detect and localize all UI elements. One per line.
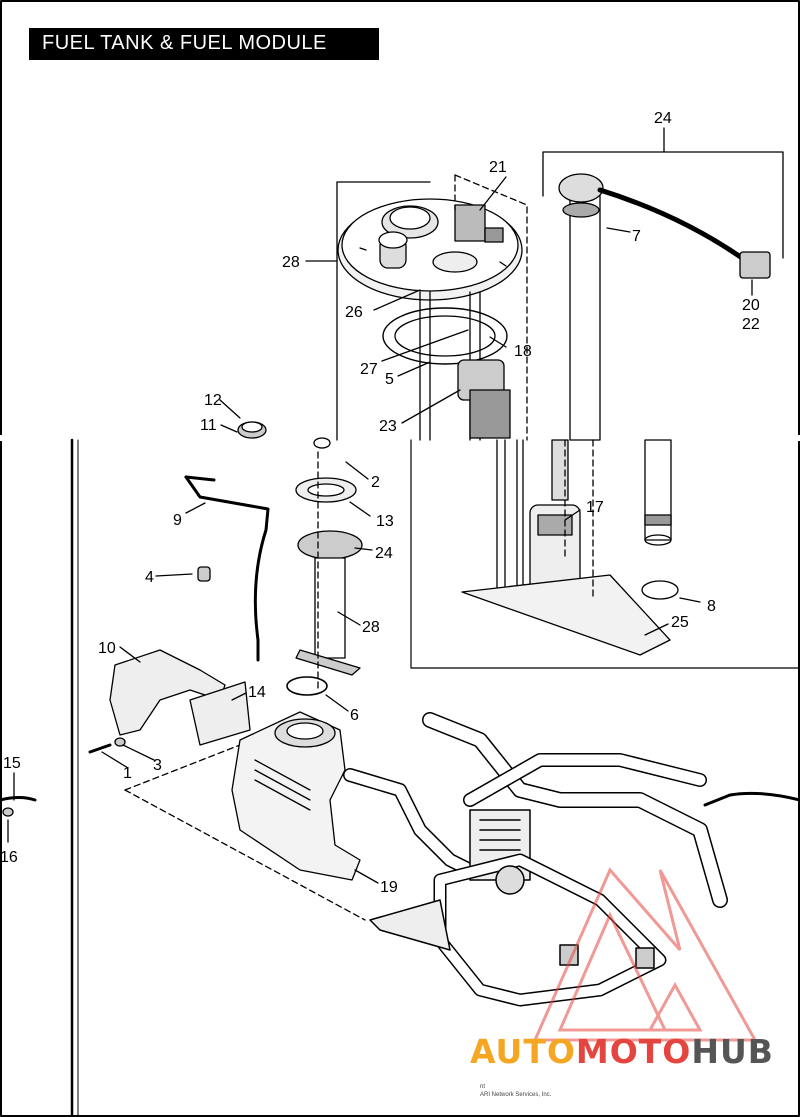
footer-line-2: ARI Network Services, Inc. (480, 1092, 552, 1098)
callout-7: 7 (632, 228, 641, 245)
washer (114, 737, 126, 747)
copyright-footer: nt ARI Network Services, Inc. (480, 1083, 551, 1099)
fuel-line (703, 791, 800, 807)
callout-2: 2 (371, 474, 380, 491)
module-top-24 (297, 530, 363, 560)
bolt (88, 743, 112, 754)
callout-8: 8 (707, 598, 716, 615)
callout-4: 4 (145, 569, 154, 586)
fuel-line-16 (0, 796, 37, 802)
callout-10: 10 (98, 640, 116, 657)
clip (197, 566, 211, 582)
callout-28-top: 28 (282, 254, 300, 271)
callout-16: 16 (0, 849, 18, 866)
title-bar: FUEL TANK & FUEL MODULE (29, 28, 379, 60)
callout-3: 3 (153, 757, 162, 774)
vent-hose (184, 475, 270, 662)
callout-9: 9 (173, 512, 182, 529)
retainer (313, 437, 331, 449)
fuel-module-body-top (419, 291, 511, 441)
module-body-28 (314, 557, 346, 659)
fuel-cap-vent (237, 421, 267, 439)
callout-12: 12 (204, 392, 222, 409)
callout-24-lower: 24 (375, 545, 393, 562)
watermark-text: AUTOMOTOHUB (470, 1032, 792, 1072)
callout-1: 1 (123, 765, 132, 782)
callout-15: 15 (3, 755, 21, 772)
level-sender (558, 173, 771, 441)
callout-6: 6 (350, 707, 359, 724)
mount-bracket (109, 649, 226, 736)
watermark-hub: HUB (691, 1032, 774, 1071)
callout-26: 26 (345, 304, 363, 321)
callout-20: 20 (742, 297, 760, 314)
callout-27: 27 (360, 361, 378, 378)
callout-5: 5 (385, 371, 394, 388)
watermark-logo-triangle (532, 867, 758, 1042)
watermark-moto: MOTO (575, 1032, 692, 1071)
callout-11: 11 (200, 417, 217, 434)
callout-18: 18 (514, 343, 532, 360)
gasket (382, 307, 508, 365)
page-title: FUEL TANK & FUEL MODULE (42, 32, 327, 54)
o-ring-6 (286, 676, 328, 696)
callout-13: 13 (376, 513, 394, 530)
fuel-tank (124, 711, 366, 921)
callout-14: 14 (248, 684, 266, 701)
bracket-plate (189, 681, 251, 746)
callout-24-top: 24 (654, 110, 672, 127)
footer-line-1: nt (480, 1084, 486, 1090)
callout-17: 17 (586, 499, 604, 516)
callout-23: 23 (379, 418, 397, 435)
callout-28-lower: 28 (362, 619, 380, 636)
callout-22: 22 (742, 316, 760, 333)
callout-25: 25 (671, 614, 689, 631)
callout-labels: 1 2 3 4 5 6 7 8 9 10 11 12 13 14 15 16 1… (0, 110, 760, 896)
motorcycle-frame (343, 712, 728, 1007)
watermark-auto: AUTO (470, 1032, 576, 1071)
fuel-module-flange (337, 198, 523, 301)
callout-21: 21 (489, 159, 507, 176)
fuel-pump-detail (461, 439, 679, 656)
callout-19: 19 (380, 879, 398, 896)
detail-box (410, 439, 800, 669)
